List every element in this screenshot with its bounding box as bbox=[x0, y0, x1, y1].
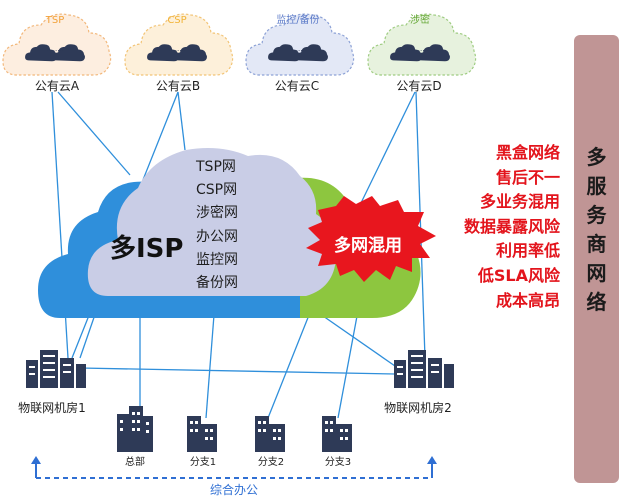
link-dc1-dc2 bbox=[79, 367, 396, 375]
isp-service-item: CSP网 bbox=[196, 182, 238, 199]
provider-sidebar: 多 服 务 商 网 络 bbox=[574, 35, 619, 483]
link-branch3 bbox=[337, 299, 361, 419]
svg-text:........: ........ bbox=[289, 45, 307, 53]
sidebar-char: 服 bbox=[586, 174, 607, 198]
link-cloudA-dc1 bbox=[51, 91, 69, 359]
public-cloud-d: ........ bbox=[367, 13, 477, 76]
cloud-d-tag: 涉密 bbox=[410, 13, 430, 26]
cloud-a-label: 公有云A bbox=[35, 79, 80, 93]
sidebar-char: 多 bbox=[586, 145, 607, 169]
link-cloudA-isp bbox=[57, 91, 131, 176]
svg-text:........: ........ bbox=[411, 45, 429, 53]
isp-service-list: TSP网 CSP网 涉密网 办公网 监控网 备份网 bbox=[196, 156, 260, 295]
sidebar-char: 务 bbox=[586, 203, 607, 227]
sidebar-char: 商 bbox=[586, 232, 607, 256]
risk-item: 售后不一 bbox=[495, 167, 560, 187]
burst-label: 多网混用 bbox=[334, 236, 402, 256]
risk-list: 黑盒网络 售后不一 多业务混用 数据暴露风险 利用率低 低SLA风险 成本高昂 bbox=[448, 141, 560, 313]
risk-item: 利用率低 bbox=[495, 241, 560, 261]
svg-text:........: ........ bbox=[46, 45, 64, 53]
isp-title: 多ISP bbox=[110, 234, 184, 264]
public-cloud-b: ........ bbox=[124, 13, 234, 76]
link-branch2 bbox=[267, 299, 316, 419]
cloud-c-tag: 监控/备份 bbox=[276, 13, 319, 26]
isp-service-item: 监控网 bbox=[196, 251, 238, 268]
isp-service-item: 备份网 bbox=[196, 275, 238, 292]
risk-item: 多业务混用 bbox=[479, 192, 560, 212]
cloud-a-tag: TSP bbox=[45, 15, 65, 26]
cloud-c-label: 公有云C bbox=[275, 79, 319, 93]
cloud-b-tag: CSP bbox=[167, 15, 186, 26]
sidebar-char: 络 bbox=[586, 290, 607, 314]
public-cloud-a: ........ bbox=[2, 13, 112, 76]
isp-service-item: TSP网 bbox=[196, 159, 236, 175]
svg-text:........: ........ bbox=[168, 45, 186, 53]
cloud-d-label: 公有云D bbox=[396, 79, 441, 93]
isp-cloud-lavender bbox=[87, 148, 337, 296]
risk-item: 低SLA风险 bbox=[477, 265, 560, 285]
public-cloud-c: ........ bbox=[245, 13, 355, 76]
cloud-b-label: 公有云B bbox=[156, 79, 200, 93]
risk-item: 黑盒网络 bbox=[495, 143, 560, 162]
sidebar-char: 网 bbox=[586, 261, 607, 285]
risk-item: 数据暴露风险 bbox=[463, 216, 560, 236]
link-branch1 bbox=[205, 301, 216, 419]
isp-service-item: 涉密网 bbox=[196, 205, 238, 222]
link-cloudD-dc2 bbox=[415, 91, 426, 359]
risk-item: 成本高昂 bbox=[495, 290, 560, 310]
isp-service-item: 办公网 bbox=[196, 228, 238, 245]
link-cloudB-isp bbox=[177, 91, 186, 151]
link-cloudD-isp bbox=[359, 91, 416, 206]
multi-net-burst bbox=[306, 196, 436, 282]
